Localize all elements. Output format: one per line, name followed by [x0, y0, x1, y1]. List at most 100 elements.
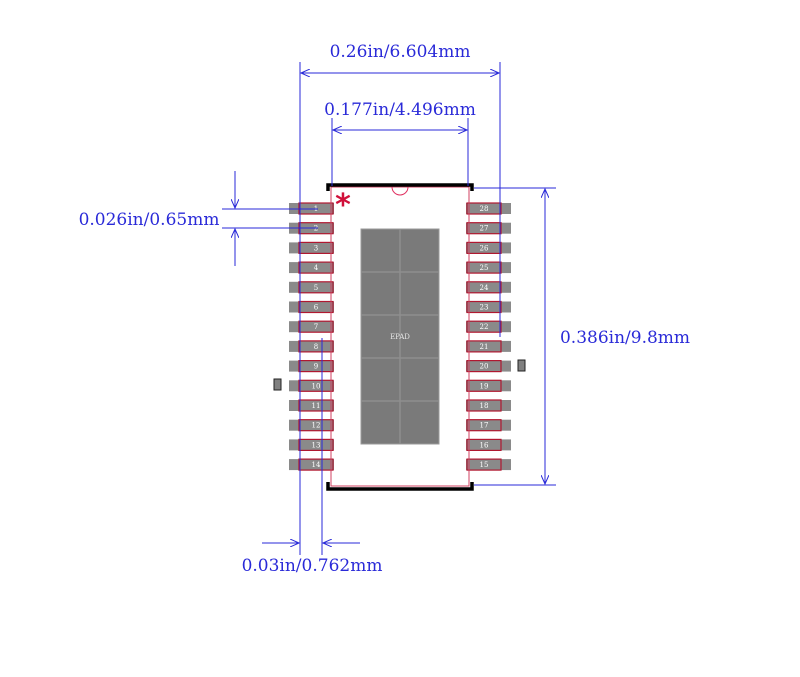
pad-27-outline [466, 222, 502, 235]
pad-26: 26 [466, 241, 511, 254]
courtyard-outline [330, 186, 470, 487]
pad-9: 9 [289, 360, 334, 373]
pad-7-shape [289, 321, 334, 333]
pin-number-18: 18 [480, 402, 489, 410]
pin-number-23: 23 [480, 304, 489, 312]
pad-13-outline [298, 438, 334, 451]
pad-7-outline [298, 320, 334, 333]
pad-16: 16 [466, 438, 511, 451]
pad-17-outline [466, 419, 502, 432]
pin-number-13: 13 [312, 441, 321, 449]
pad-14: 14 [289, 458, 334, 471]
pad-15-outline [466, 458, 502, 471]
pad-4: 4 [289, 261, 334, 274]
pad-28: 28 [466, 202, 511, 215]
pad-28-outline [466, 202, 502, 215]
pin-number-27: 27 [480, 225, 489, 233]
pad-11: 11 [289, 399, 334, 412]
body-width-label: 0.177in/4.496mm [324, 100, 476, 120]
pin-pitch-label: 0.026in/0.65mm [79, 210, 220, 230]
dimension-body-width [331, 118, 469, 186]
pad-25: 25 [466, 261, 511, 274]
pad-width-label: 0.03in/0.762mm [242, 556, 383, 576]
pad-11-outline [298, 399, 334, 412]
right-pad-row: 28 27 26 25 24 23 22 21 20 19 18 17 16 15 [466, 202, 511, 471]
pin-number-2: 2 [314, 225, 318, 233]
pad-12: 12 [289, 419, 334, 432]
pad-3-outline [298, 241, 334, 254]
pad-18: 18 [466, 399, 511, 412]
pin-number-8: 8 [314, 343, 318, 351]
pad-12-outline [298, 419, 334, 432]
pin1-marker: * [335, 188, 351, 223]
pad-20-outline [466, 360, 502, 373]
pad-19-outline [466, 379, 502, 392]
pad-24-outline [466, 281, 502, 294]
pad-27-shape [466, 222, 511, 234]
pin1-notch [391, 186, 409, 196]
pad-22: 22 [466, 320, 511, 333]
body-length-label: 0.386in/9.8mm [560, 328, 690, 348]
pad-5-outline [298, 281, 334, 294]
pad-20-shape [466, 360, 511, 372]
pad-14-outline [298, 458, 334, 471]
pad-10-outline [298, 379, 334, 392]
pin-number-10: 10 [312, 382, 321, 390]
pad-21: 21 [466, 340, 511, 353]
pad-26-shape [466, 242, 511, 254]
pin-number-17: 17 [480, 422, 489, 430]
pin-number-22: 22 [480, 323, 489, 331]
epad-label: EPAD [390, 333, 410, 341]
pad-4-outline [298, 261, 334, 274]
pad-20: 20 [466, 360, 511, 373]
pad-8: 8 [289, 340, 334, 353]
pad-8-shape [289, 340, 334, 352]
pad-18-shape [466, 400, 511, 411]
pad-25-shape [466, 262, 511, 274]
pad-19-shape [466, 380, 511, 392]
pin-number-19: 19 [480, 382, 489, 390]
pad-24: 24 [466, 281, 511, 294]
pad-3-shape [289, 242, 334, 254]
pad-14-shape [289, 459, 334, 471]
pad-5: 5 [289, 281, 334, 294]
pad-23: 23 [466, 300, 511, 314]
dimension-overall-width [299, 62, 501, 555]
pad-24-shape [466, 281, 511, 293]
pin-number-4: 4 [314, 264, 319, 272]
pad-3: 3 [289, 241, 334, 254]
pad-11-shape [289, 400, 334, 411]
pin-number-5: 5 [314, 284, 318, 292]
pin-number-7: 7 [314, 323, 318, 331]
dimension-pad-width [262, 338, 360, 555]
pad-6-outline [298, 300, 334, 314]
overall-width-label: 0.26in/6.604mm [330, 42, 471, 62]
pin-number-25: 25 [480, 264, 489, 272]
pin-number-24: 24 [480, 284, 489, 292]
pin-number-28: 28 [480, 205, 489, 213]
silkscreen-outline [326, 183, 474, 491]
pad-16-shape [466, 439, 511, 451]
pin-number-21: 21 [480, 343, 489, 351]
pin-number-20: 20 [480, 363, 489, 371]
pad-21-outline [466, 340, 502, 353]
pad-13-shape [289, 439, 334, 451]
pin-number-16: 16 [480, 441, 489, 449]
dimension-body-length [474, 187, 556, 486]
pad-23-outline [466, 300, 502, 314]
pin-number-6: 6 [314, 304, 319, 312]
pad-25-outline [466, 261, 502, 274]
pin-number-15: 15 [480, 461, 489, 469]
left-side-marker [273, 378, 282, 391]
pad-15: 15 [466, 458, 511, 471]
pad-4-shape [289, 262, 334, 274]
pin-number-12: 12 [312, 422, 321, 430]
pad-23-shape [466, 301, 511, 313]
pad-15-shape [466, 459, 511, 471]
pad-18-outline [466, 399, 502, 412]
pad-17-shape [466, 419, 511, 431]
pad-28-shape [466, 203, 511, 214]
pin-number-11: 11 [312, 402, 321, 410]
